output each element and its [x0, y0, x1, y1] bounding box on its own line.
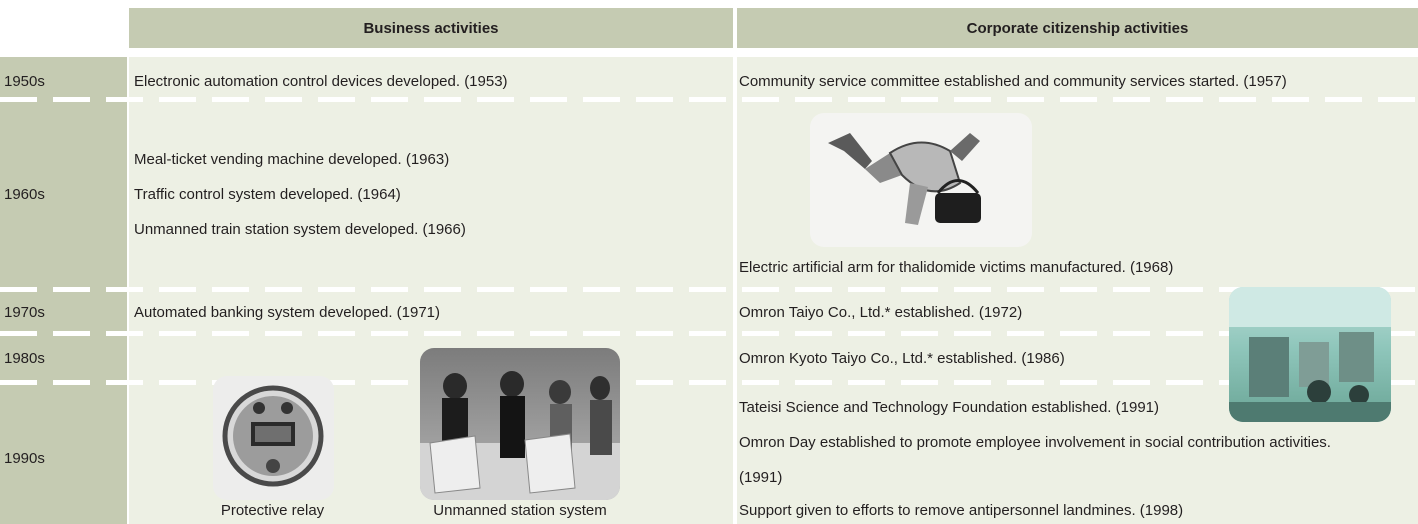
- corporate-entry: Support given to efforts to remove antip…: [739, 502, 1184, 519]
- decade-label: 1970s: [4, 304, 45, 321]
- caption-protective-relay: Protective relay: [220, 502, 325, 519]
- separator-1980s: [0, 380, 1418, 385]
- decade-label: 1950s: [4, 73, 45, 90]
- header-corporate: Corporate citizenship activities: [737, 8, 1418, 48]
- factory-photo: [1229, 287, 1391, 422]
- decade-label: 1980s: [4, 350, 45, 367]
- corporate-entry: Community service committee established …: [739, 73, 1287, 90]
- business-entry: Unmanned train station system developed.…: [134, 221, 466, 238]
- business-entry: Automated banking system developed. (197…: [134, 304, 441, 321]
- separator-1950s: [0, 97, 1418, 102]
- corporate-entry: Omron Kyoto Taiyo Co., Ltd.* established…: [739, 350, 1065, 367]
- corporate-entry: Electric artificial arm for thalidomide …: [739, 259, 1174, 276]
- decade-label: 1990s: [4, 450, 45, 467]
- artificial-arm-photo: [810, 113, 1032, 247]
- business-entry: Electronic automation control devices de…: [134, 73, 508, 90]
- protective-relay-photo: [213, 376, 334, 500]
- separator-1970s: [0, 331, 1418, 336]
- corporate-entry: (1991): [739, 469, 783, 486]
- corporate-entry: Omron Day established to promote employe…: [739, 434, 1331, 451]
- separator-1960s: [0, 287, 1418, 292]
- unmanned-station-photo: [420, 348, 620, 500]
- corporate-entry: Omron Taiyo Co., Ltd.* established. (197…: [739, 304, 1023, 321]
- caption-unmanned-station: Unmanned station system: [433, 502, 607, 519]
- corporate-entry: Tateisi Science and Technology Foundatio…: [739, 399, 1159, 416]
- decade-label: 1960s: [4, 186, 45, 203]
- header-business: Business activities: [129, 8, 733, 48]
- business-entry: Traffic control system developed. (1964): [134, 186, 401, 203]
- business-entry: Meal-ticket vending machine developed. (…: [134, 151, 450, 168]
